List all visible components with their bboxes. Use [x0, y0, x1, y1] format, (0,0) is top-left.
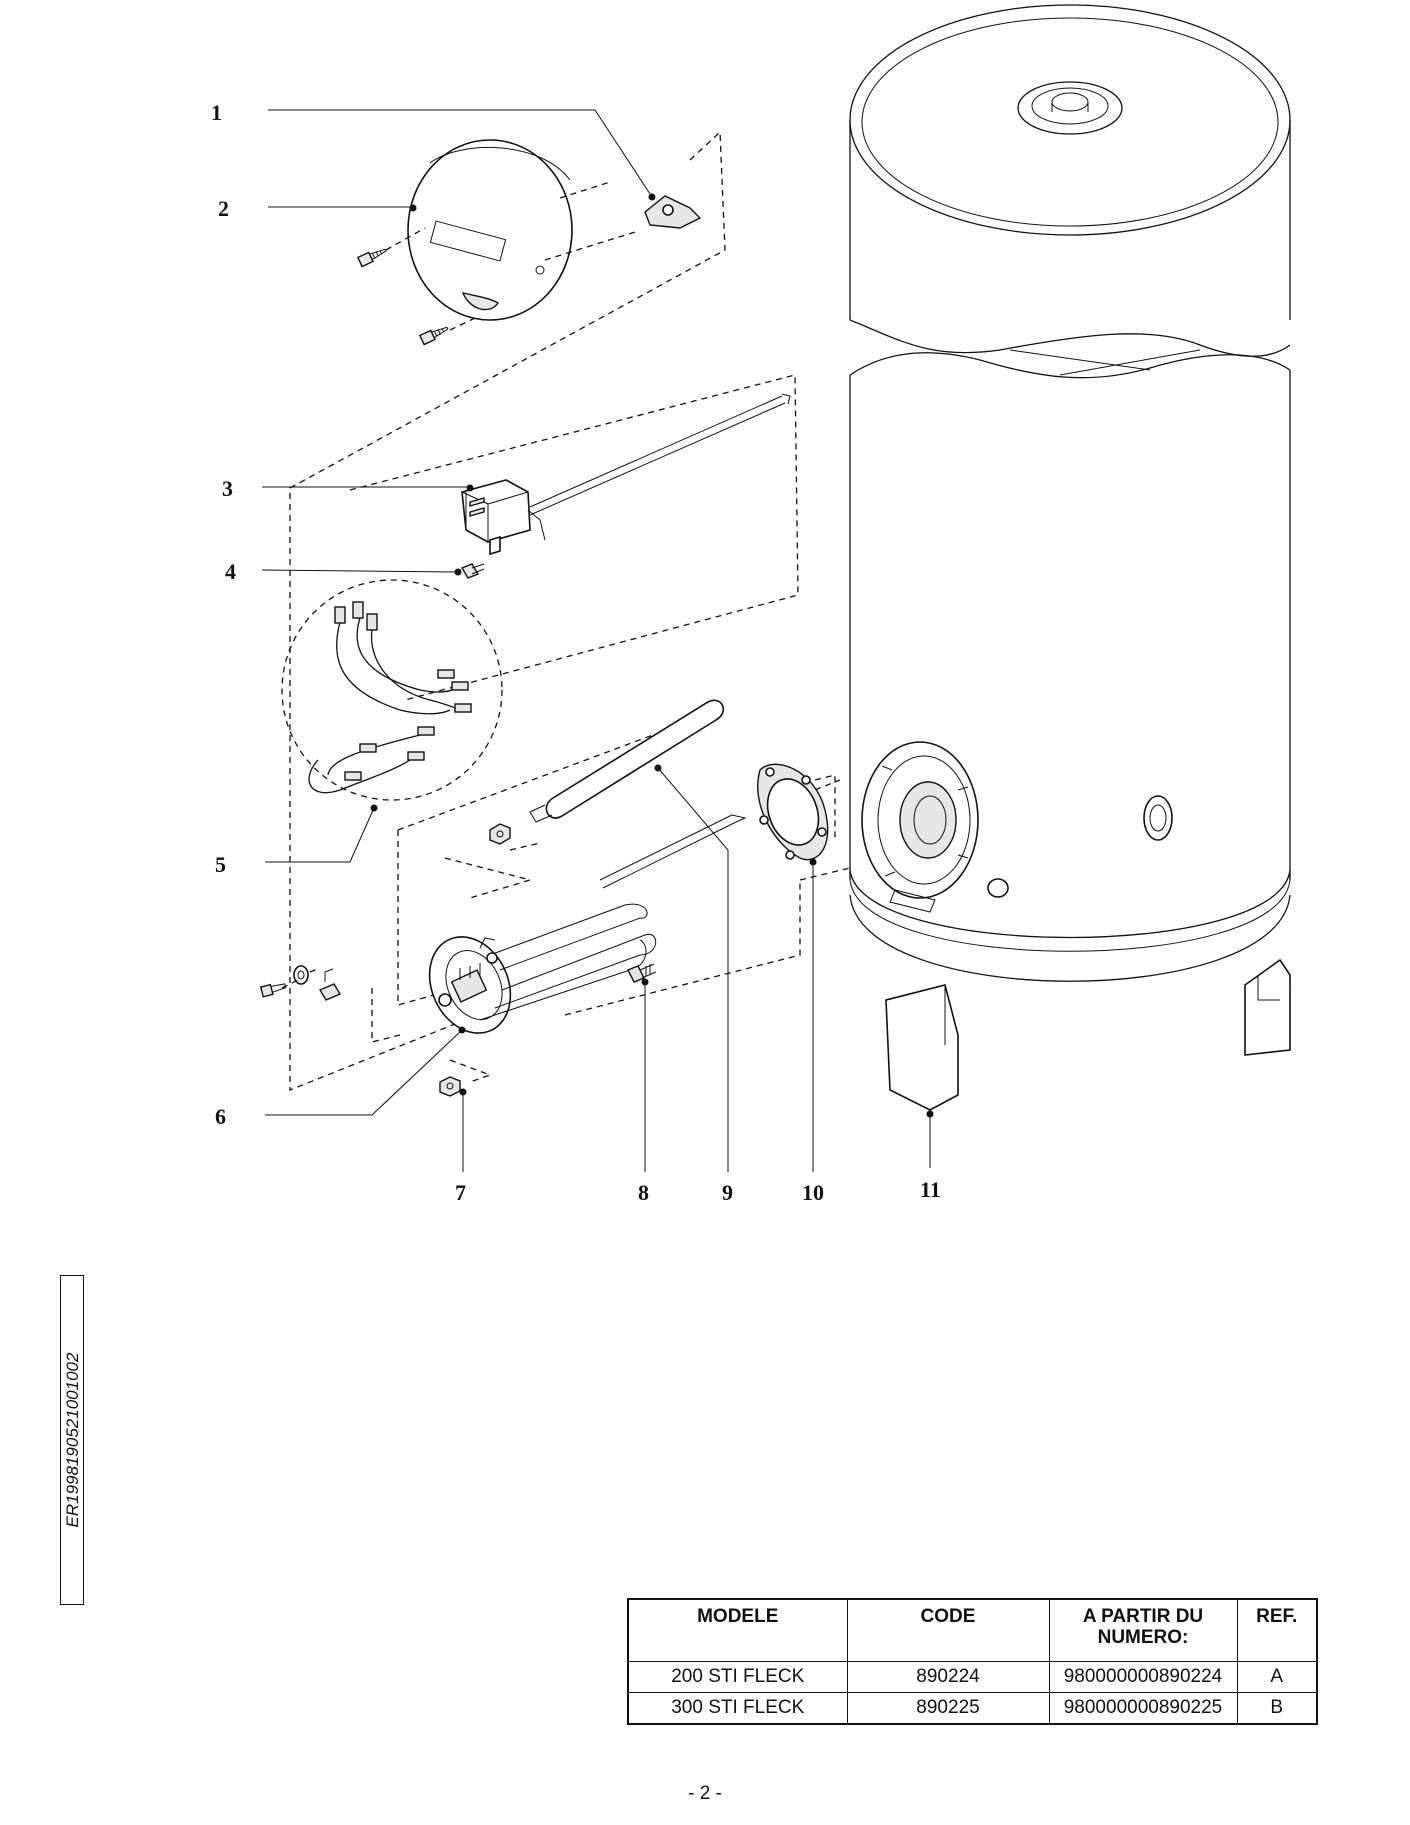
- page-number: - 2 -: [688, 1783, 722, 1804]
- water-heater-tank: [849, 4, 1291, 1111]
- cell-modele: 300 STI FLECK: [627, 1692, 848, 1725]
- callout-11: 11: [920, 1177, 941, 1202]
- part-9-magnesium-anode: [489, 699, 747, 889]
- callout-7: 7: [455, 1180, 466, 1205]
- callout-10: 10: [802, 1180, 824, 1205]
- cell-numero: 980000000890225: [1048, 1692, 1238, 1725]
- callout-1: 1: [211, 100, 222, 125]
- part-1-cover-clip: [644, 193, 702, 229]
- cell-code: 890224: [846, 1661, 1050, 1693]
- exploded-parts-diagram: 1 2 3 4 5 6 7 8 9 10 11: [211, 4, 1291, 1205]
- models-table: MODELE CODE A PARTIR DU NUMERO: REF. 200…: [627, 1598, 1318, 1725]
- part-4-screw: [454, 563, 485, 579]
- part-3-thermostat: [349, 374, 799, 701]
- header-code: CODE: [846, 1598, 1050, 1662]
- callout-2: 2: [218, 196, 229, 221]
- part-10-flange-gasket: [757, 763, 829, 866]
- cell-ref: A: [1236, 1661, 1318, 1693]
- callout-6: 6: [215, 1104, 226, 1129]
- table-row: 300 STI FLECK 890225 980000000890225 B: [627, 1692, 1318, 1725]
- table-row: 200 STI FLECK 890224 980000000890224 A: [627, 1661, 1318, 1693]
- leader-lines: [261, 109, 931, 1172]
- callout-8: 8: [638, 1180, 649, 1205]
- part-6-heating-element: [259, 903, 657, 1034]
- header-a-partir-du-numero: A PARTIR DU NUMERO:: [1048, 1598, 1238, 1662]
- part-8-bolt: [627, 963, 657, 986]
- cell-numero: 980000000890224: [1048, 1661, 1238, 1693]
- cell-code: 890225: [846, 1692, 1050, 1725]
- part-2-thermostat-cover: [356, 139, 573, 346]
- header-ref: REF.: [1236, 1598, 1318, 1662]
- callout-5: 5: [215, 852, 226, 877]
- header-modele: MODELE: [627, 1598, 848, 1662]
- table-header-row: MODELE CODE A PARTIR DU NUMERO: REF.: [627, 1598, 1318, 1662]
- callout-numbers: 1 2 3 4 5 6 7 8 9 10 11: [211, 100, 941, 1205]
- callout-9: 9: [722, 1180, 733, 1205]
- part-5-wiring-harness: [281, 579, 503, 812]
- callout-3: 3: [222, 476, 233, 501]
- cell-ref: B: [1236, 1692, 1318, 1725]
- document-reference-code: ER1998190521001002: [60, 1275, 84, 1605]
- cell-modele: 200 STI FLECK: [627, 1661, 848, 1693]
- callout-4: 4: [225, 559, 236, 584]
